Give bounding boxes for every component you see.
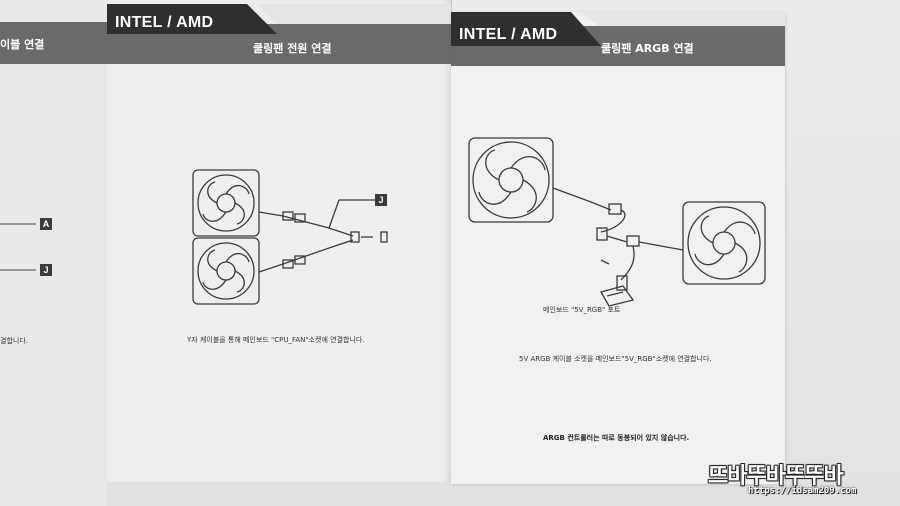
middle-brand: INTEL / AMD bbox=[115, 14, 214, 31]
watermark-title: 뜨바뚜바뚜뚜바 bbox=[708, 464, 844, 489]
middle-section-title: 쿨링팬 전원 연결 bbox=[253, 42, 332, 55]
left-manual-panel: 이블 연결 A J 결합니다. bbox=[0, 0, 107, 506]
middle-caption: Y자 케이블을 통해 메인보드 "CPU_FAN"소켓에 연결합니다. bbox=[187, 336, 365, 344]
middle-manual-panel: INTEL / AMD 쿨링팬 전원 연결 bbox=[107, 0, 451, 482]
watermark: 뜨바뚜바뚜뚜바 https://idsam209.com bbox=[708, 458, 886, 498]
tag-j-middle: J bbox=[375, 194, 387, 206]
tag-a: A bbox=[40, 218, 52, 230]
left-header-bar bbox=[0, 22, 107, 64]
right-brand: INTEL / AMD bbox=[459, 26, 558, 43]
left-section-title: 이블 연결 bbox=[0, 38, 45, 51]
watermark-url: https://idsam209.com bbox=[748, 486, 857, 496]
fan-argb-diagram bbox=[468, 137, 766, 307]
left-caption: 결합니다. bbox=[0, 337, 28, 345]
left-cable-lines bbox=[0, 223, 36, 271]
right-caption: 5V ARGB 케이블 소켓을 메인보드"5V_RGB"소켓에 연결합니다. bbox=[519, 355, 712, 363]
right-manual-panel: INTEL / AMD 쿨링팬 ARGB 연결 bbox=[451, 12, 785, 484]
right-section-title: 쿨링팬 ARGB 연결 bbox=[601, 42, 694, 55]
fan-y-cable-diagram bbox=[192, 169, 388, 305]
tag-j-left: J bbox=[40, 264, 52, 276]
port-label: 메인보드 "5V_RGB" 포트 bbox=[543, 306, 621, 314]
middle-header-shape bbox=[107, 4, 451, 34]
argb-note: ARGB 컨트롤러는 따로 동봉되어 있지 않습니다. bbox=[543, 434, 690, 442]
right-header-shape bbox=[451, 12, 785, 46]
